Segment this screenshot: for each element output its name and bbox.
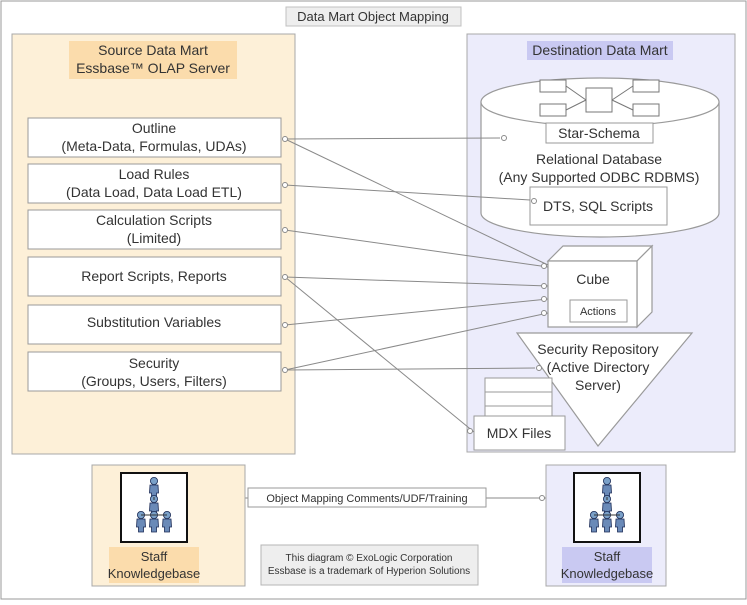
source-item-label: Substitution Variables — [87, 314, 221, 330]
people-icon — [136, 476, 172, 533]
title-box — [285, 6, 462, 27]
actions-box — [569, 299, 628, 323]
source-item-label: Outline — [132, 120, 177, 136]
people-icon — [589, 476, 625, 533]
copyright-box — [260, 544, 479, 586]
security-repository-triangle — [515, 332, 694, 447]
source-item-calculation-scripts: Calculation Scripts (Limited) — [27, 209, 282, 250]
destination-heading: Destination Data Mart — [532, 42, 668, 58]
security-repository-label: Security Repository — [537, 341, 658, 357]
staff-sublabel-left: Knowledgebase — [108, 566, 201, 581]
relational-database-sublabel: (Any Supported ODBC RDBMS) — [499, 169, 700, 185]
source-item-substitution-variables: Substitution Variables — [27, 304, 282, 345]
actions-label: Actions — [580, 306, 617, 318]
security-repository-sublabel: (Active Directory — [547, 359, 650, 375]
source-item-label: Report Scripts, Reports — [81, 268, 227, 284]
cube-label: Cube — [576, 271, 610, 287]
copyright-line1: This diagram © ExoLogic Corporation — [286, 553, 453, 564]
destination-heading-highlight — [527, 41, 673, 60]
dts-label: DTS, SQL Scripts — [543, 198, 653, 214]
security-repository-sublabel-2: Server) — [575, 377, 621, 393]
mapping-label-box — [247, 487, 487, 508]
source-item-sublabel: (Data Load, Data Load ETL) — [66, 184, 242, 200]
source-heading-line1: Source Data Mart — [98, 42, 208, 58]
source-heading-line2: Essbase™ OLAP Server — [76, 60, 230, 76]
star-schema-box — [545, 122, 654, 144]
copyright-line2: Essbase is a trademark of Hyperion Solut… — [268, 566, 470, 577]
source-item-sublabel: (Limited) — [127, 230, 181, 246]
staff-sublabel-right: Knowledgebase — [561, 566, 654, 581]
source-item-label: Load Rules — [119, 166, 190, 182]
source-item-outline: Outline (Meta-Data, Formulas, UDAs) — [27, 117, 282, 158]
source-item-label: Calculation Scripts — [96, 212, 212, 228]
staff-label-highlight-right — [562, 547, 652, 583]
mdx-files-label: MDX Files — [487, 425, 552, 441]
source-item-sublabel: (Groups, Users, Filters) — [81, 373, 226, 389]
star-schema-label: Star-Schema — [558, 125, 640, 141]
mdx-files-stack — [473, 377, 566, 451]
staff-label-left: Staff — [141, 549, 168, 564]
source-heading-highlight — [69, 41, 237, 79]
source-item-sublabel: (Meta-Data, Formulas, UDAs) — [61, 138, 246, 154]
star-schema-diagram — [539, 79, 660, 117]
staff-label-right: Staff — [594, 549, 621, 564]
mapping-label: Object Mapping Comments/UDF/Training — [266, 493, 467, 505]
staff-label-highlight-left — [109, 547, 199, 583]
source-item-label: Security — [129, 355, 180, 371]
source-item-report-scripts: Report Scripts, Reports — [27, 256, 282, 297]
dts-box — [529, 186, 668, 226]
source-item-load-rules: Load Rules (Data Load, Data Load ETL) — [27, 163, 282, 204]
diagram-title: Data Mart Object Mapping — [297, 9, 449, 24]
connector-endpoints — [202, 135, 547, 501]
relational-database-label: Relational Database — [536, 151, 662, 167]
source-item-security: Security (Groups, Users, Filters) — [27, 351, 282, 392]
